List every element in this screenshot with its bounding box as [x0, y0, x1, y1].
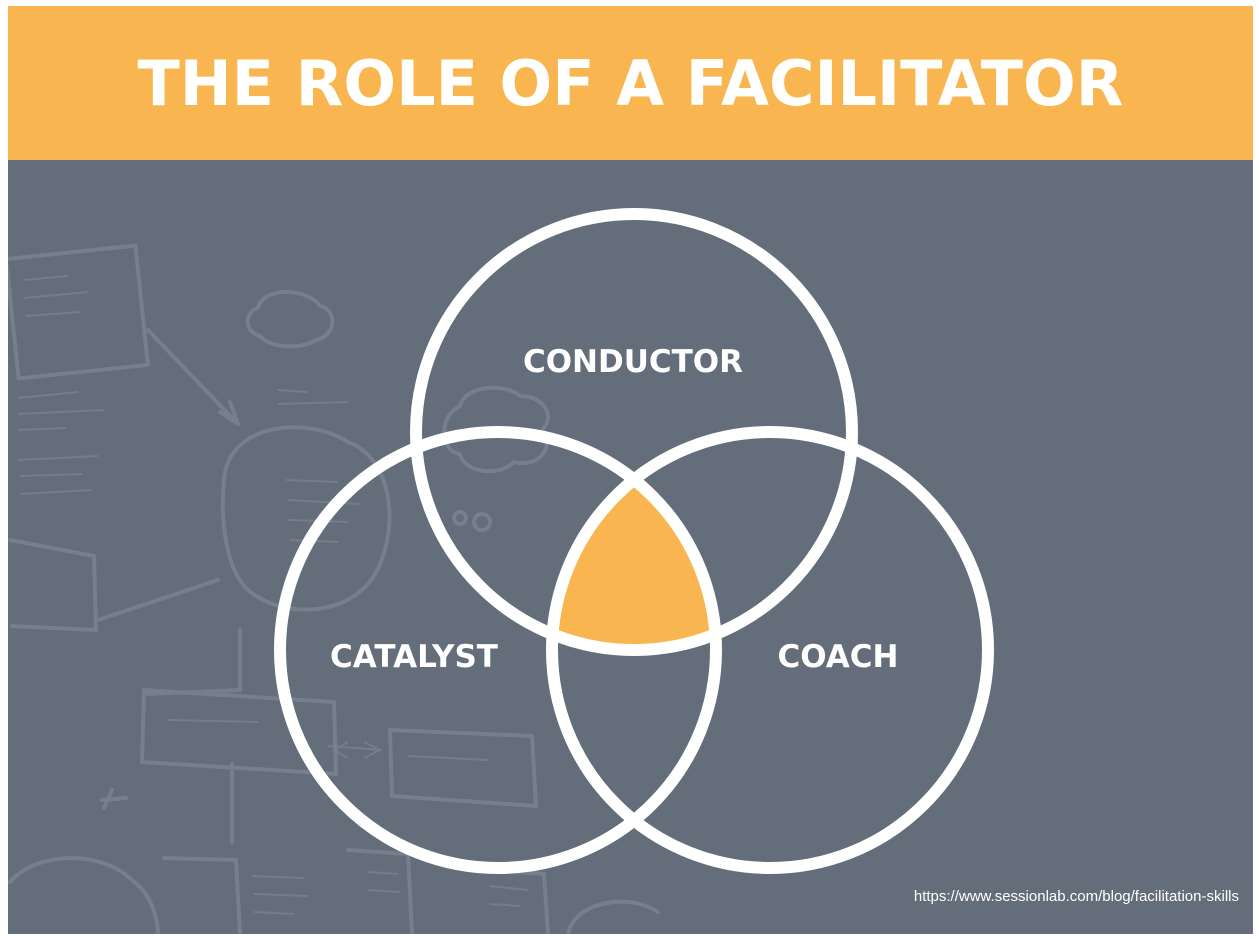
slide: THE ROLE OF A FACILITATOR — [8, 6, 1253, 934]
source-url: https://www.sessionlab.com/blog/facilita… — [913, 888, 1239, 905]
title-banner: THE ROLE OF A FACILITATOR — [8, 6, 1253, 160]
venn-label-coach: COACH — [778, 639, 899, 675]
venn-center-intersection — [552, 479, 716, 650]
venn-circle-conductor — [410, 208, 858, 656]
venn-label-catalyst: CATALYST — [330, 639, 498, 675]
slide-title: THE ROLE OF A FACILITATOR — [137, 46, 1124, 120]
venn-label-conductor: CONDUCTOR — [523, 344, 743, 380]
whiteboard-sketch-background — [8, 243, 660, 934]
diagram-area: CONDUCTOR CATALYST COACH https://www.ses… — [8, 160, 1253, 934]
venn-diagram: CONDUCTOR CATALYST COACH — [274, 208, 994, 874]
venn-circle-catalyst — [274, 426, 722, 874]
venn-circle-coach — [546, 426, 994, 874]
